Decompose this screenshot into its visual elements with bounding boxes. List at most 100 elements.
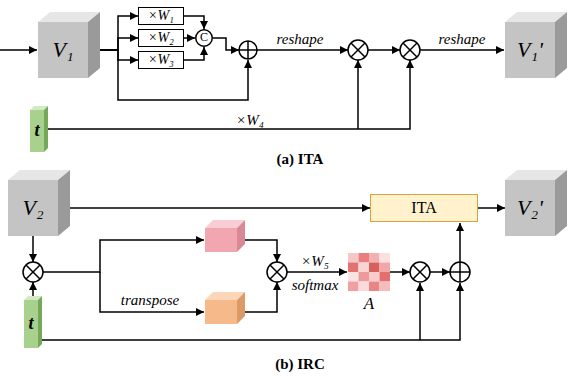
query-cube [205, 228, 237, 252]
flow-line [430, 271, 450, 273]
column-side [38, 296, 42, 348]
connector [184, 16, 204, 29]
transpose-cube [205, 300, 237, 324]
node-label: t [28, 314, 33, 334]
connector-layer [70, 16, 505, 208]
flow-line [287, 271, 347, 273]
add-symbol [239, 41, 257, 59]
feature-cube: V₂' [505, 170, 567, 236]
multiply-symbol [403, 43, 417, 57]
multiply-symbol [348, 40, 368, 60]
node-label: A [364, 295, 374, 314]
heatmap-cell [369, 253, 380, 263]
multiply-symbol [403, 43, 417, 57]
multiply-symbol [270, 265, 284, 279]
heatmap-cell [359, 263, 370, 273]
feature-cube: V₂ [8, 170, 70, 236]
flow-line [368, 49, 400, 51]
panel-caption: (b) IRC [275, 355, 325, 373]
flow-line [43, 240, 204, 272]
heatmap-cell [348, 282, 359, 292]
node-label: ITA [411, 199, 436, 217]
multiply-symbol [410, 262, 430, 282]
concat-circle: C [195, 29, 213, 47]
flow-line [32, 282, 34, 296]
heatmap-cell [359, 282, 370, 292]
cube-side [555, 170, 567, 236]
operation-label: reshape [277, 30, 324, 48]
multiply-symbol [410, 262, 430, 282]
column-front [30, 110, 44, 152]
weight-box: ×W₃ [138, 51, 184, 69]
panel-caption: (a) ITA [277, 151, 324, 167]
connector [184, 47, 204, 60]
multiply-symbol [413, 265, 427, 279]
heatmap-cell [348, 272, 359, 282]
operation-label: reshape [277, 31, 324, 47]
node-label: ×W₂ [148, 30, 174, 45]
multiply-symbol [351, 43, 365, 57]
multiply-symbol [400, 40, 420, 60]
cube-front [38, 22, 88, 78]
connector [478, 207, 505, 209]
text-feature-column: t [24, 296, 42, 348]
weight-box: ×W₂ [138, 29, 184, 47]
flow-line [459, 223, 461, 262]
feature-cube: V₁' [505, 12, 567, 78]
cube-side [58, 170, 70, 236]
multiply-symbol [400, 40, 420, 60]
operation-label: reshape [439, 30, 486, 48]
add-symbol [450, 262, 470, 282]
multiply-symbol [351, 43, 365, 57]
operation-label: softmax [292, 276, 339, 294]
heatmap-cell [380, 263, 391, 273]
column-side [44, 106, 48, 152]
heatmap-cell [369, 282, 380, 292]
column-front [24, 300, 38, 348]
add-symbol [450, 262, 470, 282]
flow-line [213, 38, 239, 50]
weight-label: ×W₄ [236, 111, 264, 129]
flow-line [420, 49, 504, 51]
multiply-symbol [413, 265, 427, 279]
skip-connection [118, 50, 248, 100]
connector [100, 16, 138, 50]
operation-label: reshape [439, 31, 486, 47]
heatmap-cell [359, 272, 370, 282]
panel-caption: (b) IRC [275, 356, 325, 372]
input-arrow [0, 49, 37, 51]
multiply-symbol [270, 265, 284, 279]
cube-side [555, 12, 567, 78]
heatmap-cell [380, 253, 391, 263]
text-feature-line [419, 283, 421, 340]
add-symbol [459, 262, 461, 282]
cube-side [88, 12, 100, 78]
heatmap-cell [369, 263, 380, 273]
multiply-symbol [348, 40, 368, 60]
node-label: ×W₁ [148, 8, 174, 23]
add-symbol [239, 41, 257, 59]
cube-front [8, 180, 58, 236]
attention-map: A [348, 253, 390, 315]
multiply-symbol [23, 262, 43, 282]
node-label: V₂' [517, 196, 543, 220]
connector [70, 207, 370, 209]
feature-cube: V₁ [38, 12, 100, 78]
heatmap-cell [348, 253, 359, 263]
operation-label: transpose [121, 292, 179, 308]
node-label: C [200, 31, 208, 44]
node-label: V₁ [52, 38, 73, 62]
node-label: ×W₃ [148, 52, 174, 67]
cube-front [505, 22, 555, 78]
flow-line [100, 272, 204, 312]
weight-label: ×W₄ [236, 112, 264, 128]
node-label: V₂ [22, 196, 43, 220]
query-cube [237, 220, 245, 252]
module-box: ITA [370, 194, 478, 222]
text-feature-line [42, 283, 460, 340]
multiply-symbol [26, 265, 40, 279]
connector [100, 38, 138, 50]
multiply-symbol [267, 262, 287, 282]
connector [184, 37, 195, 39]
